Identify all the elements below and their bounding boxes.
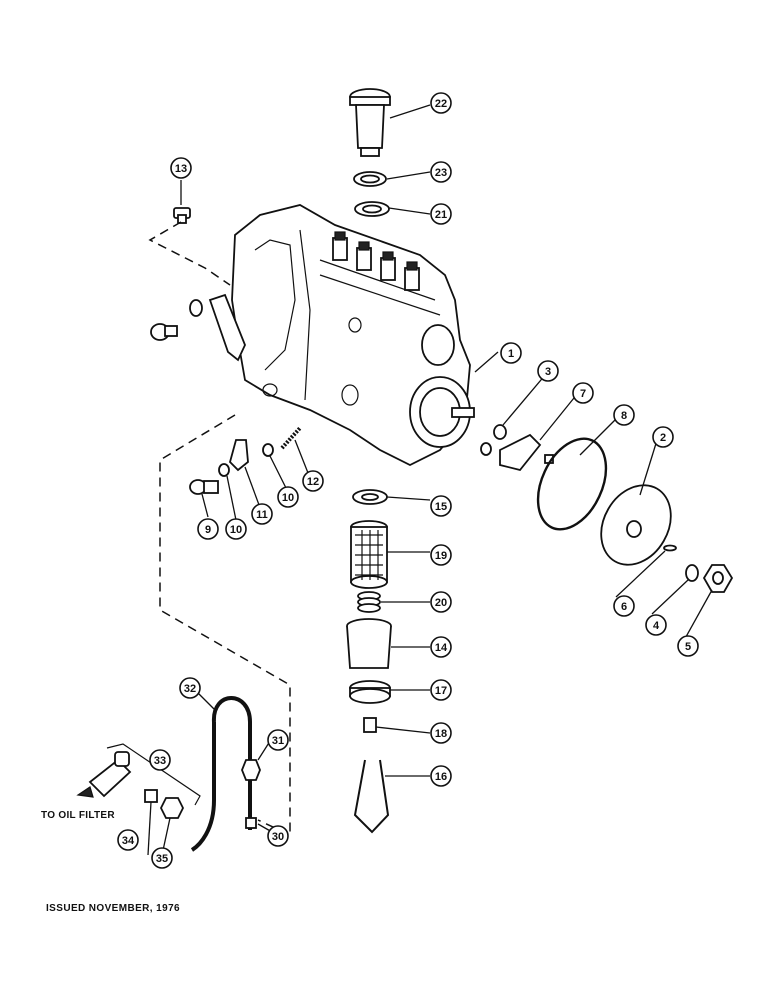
svg-text:2: 2 (660, 432, 666, 444)
callout-8: 8 (613, 404, 635, 426)
plate-7 (499, 433, 542, 472)
callout-10b: 10 (277, 486, 299, 508)
svg-text:10: 10 (230, 524, 242, 536)
callout-31: 31 (267, 729, 289, 751)
callout-2: 2 (652, 426, 674, 448)
pipe-32 (190, 696, 252, 852)
nut-31 (241, 759, 261, 781)
svg-text:8: 8 (621, 410, 627, 422)
callout-15: 15 (430, 495, 452, 517)
injection-pump-body (208, 204, 475, 467)
banjo-11 (228, 439, 249, 472)
nut-35 (159, 797, 185, 819)
callout-22: 22 (430, 92, 452, 114)
callout-7: 7 (572, 382, 594, 404)
callout-35: 35 (151, 847, 173, 869)
callout-30: 30 (267, 825, 289, 847)
callout-19: 19 (430, 544, 452, 566)
svg-text:30: 30 (272, 831, 284, 843)
svg-text:35: 35 (156, 853, 168, 865)
sleeve-34 (144, 789, 158, 803)
callout-32: 32 (179, 677, 201, 699)
oil-filter-label: TO OIL FILTER (41, 810, 115, 821)
svg-text:7: 7 (580, 388, 586, 400)
callout-6: 6 (613, 595, 635, 617)
svg-text:13: 13 (175, 163, 187, 175)
callout-3: 3 (537, 360, 559, 382)
svg-text:4: 4 (653, 620, 660, 632)
svg-text:1: 1 (508, 348, 514, 360)
elbow-33 (88, 751, 132, 798)
callout-4: 4 (645, 614, 667, 636)
svg-text:14: 14 (435, 642, 448, 654)
leader-lines (147, 104, 713, 856)
washer-10b (262, 443, 274, 457)
callout-20: 20 (430, 591, 452, 613)
callout-17: 17 (430, 679, 452, 701)
issued-date: ISSUED NOVEMBER, 1976 (46, 903, 180, 914)
svg-text:18: 18 (435, 728, 447, 740)
washer-10a (218, 463, 230, 477)
bowl-14 (346, 618, 392, 669)
svg-text:19: 19 (435, 550, 447, 562)
svg-text:15: 15 (435, 501, 447, 513)
callout-16: 16 (430, 765, 452, 787)
svg-text:23: 23 (435, 167, 447, 179)
banjo-bolt-9 (189, 479, 219, 495)
plug-18 (363, 717, 377, 733)
svg-text:31: 31 (272, 735, 284, 747)
callout-23: 23 (430, 161, 452, 183)
svg-text:10: 10 (282, 492, 294, 504)
ring-nut-17 (349, 680, 391, 704)
callout-13: 13 (170, 157, 192, 179)
svg-text:9: 9 (205, 524, 211, 536)
washer-left (189, 299, 203, 317)
svg-text:6: 6 (621, 601, 627, 613)
svg-text:21: 21 (435, 209, 447, 221)
spring-12 (280, 426, 302, 450)
svg-text:22: 22 (435, 98, 447, 110)
bushing-3 (493, 424, 507, 440)
svg-text:11: 11 (256, 509, 268, 521)
callout-9: 9 (197, 518, 219, 540)
leader-dashed-13 (148, 221, 231, 286)
svg-text:17: 17 (435, 685, 447, 697)
screw-left (150, 323, 178, 341)
callout-5: 5 (677, 635, 699, 657)
svg-text:33: 33 (154, 755, 166, 767)
key-6 (663, 544, 677, 552)
svg-text:32: 32 (184, 683, 196, 695)
callout-21: 21 (430, 203, 452, 225)
arrow-icon (76, 786, 94, 798)
filter-element-19 (350, 520, 388, 589)
callout-34: 34 (117, 829, 139, 851)
o-ring-8 (536, 437, 608, 531)
svg-text:3: 3 (545, 366, 551, 378)
callout-10a: 10 (225, 518, 247, 540)
callout-1: 1 (500, 342, 522, 364)
washer-4 (685, 564, 699, 582)
bushing-3b (480, 442, 492, 456)
sleeve-30 (245, 817, 257, 829)
callout-18: 18 (430, 722, 452, 744)
callout-11: 11 (251, 503, 273, 525)
svg-text:5: 5 (685, 641, 691, 653)
svg-text:16: 16 (435, 771, 447, 783)
spring-20 (357, 591, 381, 613)
filter-cap-22 (349, 88, 391, 157)
cover-plate-2 (600, 484, 672, 566)
svg-text:20: 20 (435, 597, 447, 609)
clamp-16 (353, 759, 390, 834)
callout-12: 12 (302, 470, 324, 492)
svg-text:12: 12 (307, 476, 319, 488)
leader-dashed-lines (159, 414, 291, 837)
bolt-13 (173, 207, 191, 224)
svg-text:34: 34 (122, 835, 135, 847)
callout-33: 33 (149, 749, 171, 771)
callout-14: 14 (430, 636, 452, 658)
